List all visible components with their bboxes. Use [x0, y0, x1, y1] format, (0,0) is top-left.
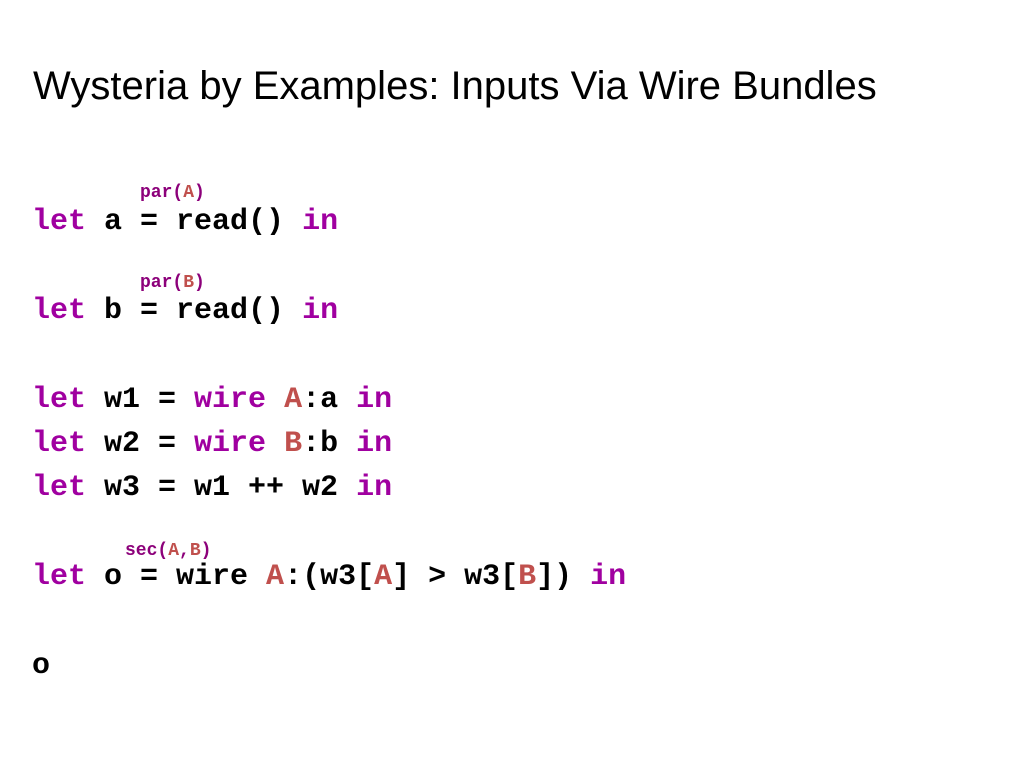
slide-title: Wysteria by Examples: Inputs Via Wire Bu…: [33, 64, 877, 108]
principal: B: [518, 560, 537, 594]
code-text: :b: [302, 427, 357, 461]
annotation-principal: A: [168, 541, 180, 561]
keyword-let: let: [32, 427, 87, 461]
code-space: [266, 383, 284, 417]
keyword-let: let: [32, 560, 87, 594]
code-text: :a: [302, 383, 357, 417]
keyword-in: in: [356, 427, 393, 461]
keyword-in: in: [302, 294, 339, 328]
code-text: b = read(): [86, 294, 303, 328]
keyword-wire: wire: [194, 427, 267, 461]
keyword-in: in: [590, 560, 627, 594]
annotation-par-a: par(A): [140, 182, 205, 204]
keyword-let: let: [32, 383, 87, 417]
code-text: o: [32, 649, 51, 683]
code-line-5: let w3 = w1 ++ w2 in: [32, 468, 392, 508]
annotation-keyword: par: [140, 273, 173, 293]
keyword-wire: wire: [194, 383, 267, 417]
code-text: :(w3[: [284, 560, 375, 594]
annotation-paren-close: ): [200, 541, 212, 561]
annotation-paren-close: ): [194, 183, 205, 203]
code-space: [266, 427, 284, 461]
principal: A: [266, 560, 285, 594]
annotation-keyword: sec: [125, 541, 158, 561]
code-text: w1 =: [86, 383, 195, 417]
code-text: ]): [536, 560, 591, 594]
code-line-7: o: [32, 646, 50, 686]
annotation-principal: B: [183, 273, 195, 293]
code-text: o = wire: [86, 560, 267, 594]
code-text: ] > w3[: [392, 560, 519, 594]
code-line-3: let w1 = wire A:a in: [32, 380, 392, 420]
code-text: w2 =: [86, 427, 195, 461]
principal: A: [284, 383, 303, 417]
annotation-separator: ,: [179, 541, 190, 561]
code-line-4: let w2 = wire B:b in: [32, 424, 392, 464]
keyword-in: in: [356, 471, 393, 505]
annotation-principal: B: [189, 541, 201, 561]
annotation-paren-open: (: [157, 541, 169, 561]
keyword-let: let: [32, 294, 87, 328]
keyword-let: let: [32, 205, 87, 239]
keyword-let: let: [32, 471, 87, 505]
code-line-1: let a = read() in: [32, 202, 338, 242]
annotation-par-b: par(B): [140, 272, 205, 294]
annotation-principal: A: [183, 183, 195, 203]
keyword-in: in: [356, 383, 393, 417]
code-text: a = read(): [86, 205, 303, 239]
principal: B: [284, 427, 303, 461]
annotation-keyword: par: [140, 183, 173, 203]
code-text: w3 = w1 ++ w2: [86, 471, 357, 505]
code-line-6: let o = wire A:(w3[A] > w3[B]) in: [32, 557, 626, 597]
principal: A: [374, 560, 393, 594]
annotation-paren-close: ): [194, 273, 205, 293]
annotation-paren-open: (: [172, 183, 184, 203]
annotation-sec-ab: sec(A,B): [125, 540, 211, 562]
annotation-paren-open: (: [172, 273, 184, 293]
code-line-2: let b = read() in: [32, 291, 338, 331]
keyword-in: in: [302, 205, 339, 239]
